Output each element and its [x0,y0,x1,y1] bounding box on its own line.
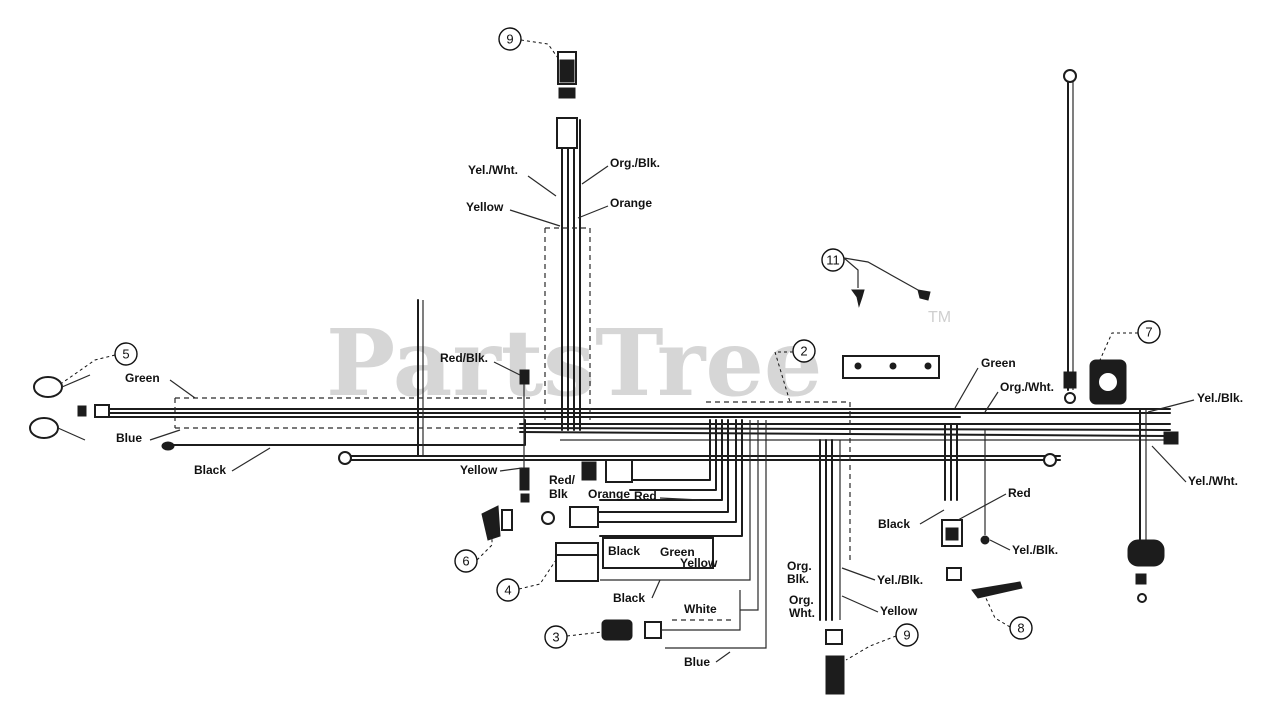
svg-text:Yellow: Yellow [466,200,504,214]
callout-3: 3 [544,625,603,649]
svg-text:Org./Blk.: Org./Blk. [610,156,660,170]
svg-text:Green: Green [981,356,1016,370]
svg-text:Blue: Blue [116,431,142,445]
center-bundle [541,401,851,649]
svg-text:Org./Wht.: Org./Wht. [1000,380,1054,394]
svg-text:Red/: Red/ [549,473,576,487]
svg-text:Black: Black [878,517,910,531]
right-assemblies [941,69,1179,603]
callout-7: 7 [1099,320,1161,361]
svg-text:Black: Black [194,463,226,477]
screws-11 [851,289,931,308]
svg-text:Blue: Blue [684,655,710,669]
svg-text:Red/Blk.: Red/Blk. [440,351,488,365]
main-harness [99,397,1171,461]
bracket-2 [842,355,940,379]
svg-text:Orange: Orange [588,487,630,501]
callout-4: 4 [496,559,557,602]
svg-text:Org.: Org. [789,593,814,607]
svg-text:8: 8 [1017,621,1024,636]
svg-text:11: 11 [826,253,840,268]
svg-text:Blk.: Blk. [787,572,809,586]
callout-8: 8 [984,595,1033,640]
svg-text:Red: Red [634,489,657,503]
right-vertical-bundle [819,439,845,695]
callout-9-bottom: 9 [845,623,919,661]
svg-text:2: 2 [800,344,807,359]
svg-text:Orange: Orange [610,196,652,210]
callout-6: 6 [454,536,493,573]
watermark-tm: TM [928,309,951,326]
callout-2: 2 [774,339,816,403]
svg-text:Wht.: Wht. [789,606,815,620]
svg-text:5: 5 [122,347,129,362]
part-6 [481,505,513,541]
svg-text:Black: Black [608,544,640,558]
callout-9-top: 9 [498,27,559,59]
svg-text:Yel./Wht.: Yel./Wht. [1188,474,1238,488]
svg-text:Green: Green [125,371,160,385]
wire-labels: Yel./Wht. Org./Blk. Yellow Orange Red/Bl… [116,156,1243,669]
connector-3 [601,590,741,641]
svg-text:Yel./Blk.: Yel./Blk. [877,573,923,587]
svg-text:9: 9 [903,628,910,643]
svg-text:Yellow: Yellow [880,604,918,618]
svg-text:Yellow: Yellow [680,556,718,570]
left-vertical-lead [417,299,424,456]
svg-text:Blk: Blk [549,487,568,501]
svg-text:Yel./Wht.: Yel./Wht. [468,163,518,177]
svg-text:Yellow: Yellow [460,463,498,477]
svg-text:3: 3 [552,630,559,645]
headlight-assembly [29,374,352,465]
svg-text:7: 7 [1145,325,1152,340]
svg-text:White: White [684,602,717,616]
svg-text:Red: Red [1008,486,1031,500]
svg-text:6: 6 [462,554,469,569]
top-harness [544,51,591,431]
svg-text:Yel./Blk.: Yel./Blk. [1012,543,1058,557]
callout-11: 11 [821,248,919,291]
callout-5: 5 [61,342,138,384]
svg-text:Black: Black [613,591,645,605]
red-blk-connector [519,369,530,503]
svg-text:Yel./Blk.: Yel./Blk. [1197,391,1243,405]
svg-text:Green: Green [660,545,695,559]
svg-text:4: 4 [504,583,511,598]
svg-text:Org.: Org. [787,559,812,573]
svg-text:9: 9 [506,32,513,47]
module-4 [555,537,714,582]
